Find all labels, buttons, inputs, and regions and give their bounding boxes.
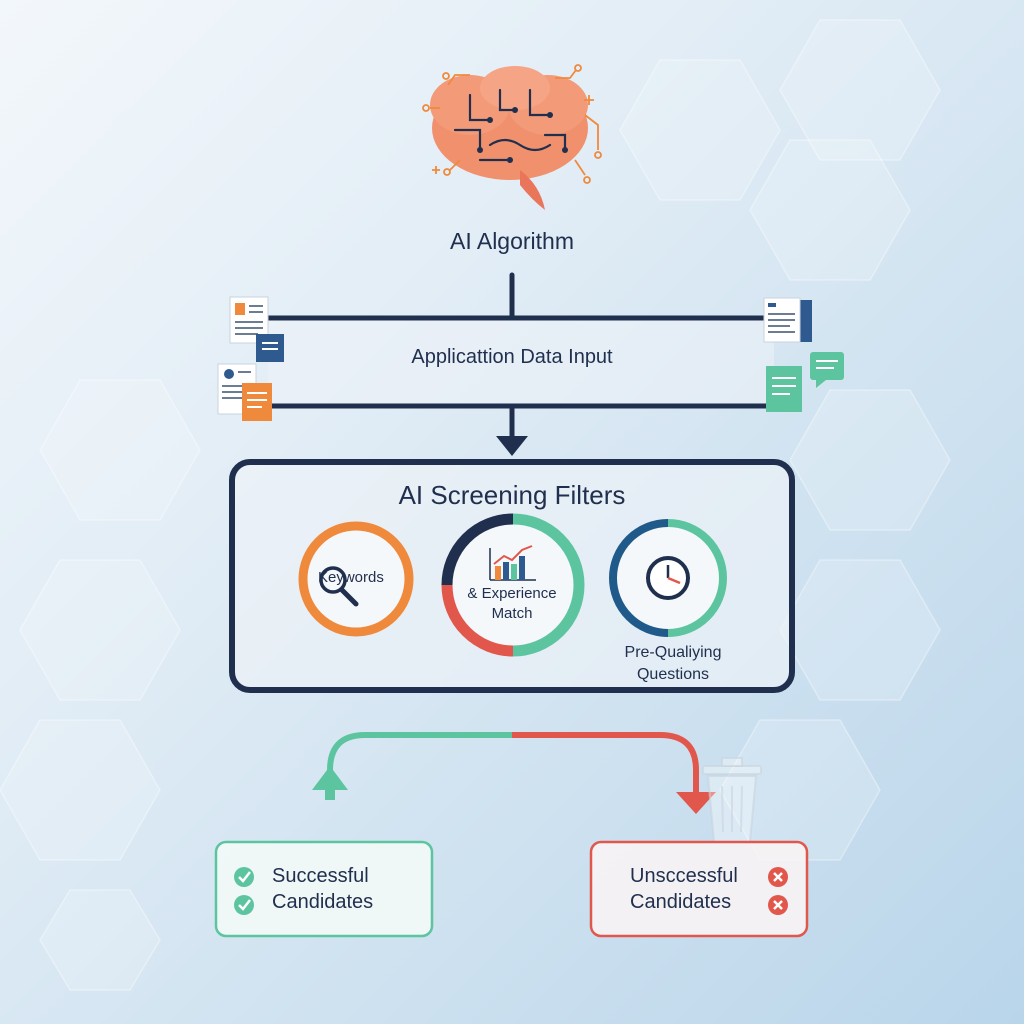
x-icon	[768, 895, 788, 915]
keywords-ring	[298, 521, 414, 637]
prequal-label-line1: Pre-Qualiying	[624, 644, 722, 661]
success-box	[214, 840, 434, 938]
success-label: Successful Candidates	[272, 863, 373, 915]
experience-label: & Experience Match	[452, 584, 572, 624]
diagram-title: AI Algorithm	[450, 228, 574, 254]
fail-label-line2: Candidates	[630, 891, 732, 913]
chat-bubble-icon	[810, 352, 844, 388]
hexagon-background	[0, 19, 951, 991]
experience-ring	[441, 513, 585, 657]
keywords-label: Keywords	[318, 569, 384, 586]
document-icon	[256, 334, 284, 362]
clock-icon	[646, 556, 690, 600]
prequal-label-line2: Questions	[636, 666, 710, 683]
fail-label-line1: Unsccessful	[630, 865, 738, 887]
document-icon	[766, 366, 802, 412]
document-icon	[763, 297, 812, 343]
x-icon	[768, 867, 788, 887]
success-label-line1: Successful	[272, 865, 369, 887]
fail-label: Unsccessful Candidates	[630, 863, 738, 915]
filters-title: AI Screening Filters	[398, 480, 626, 510]
magnifier-icon	[319, 566, 359, 607]
success-label-line2: Candidates	[272, 891, 374, 913]
input-label: Applicattion Data Input	[411, 346, 613, 368]
document-icon	[242, 383, 272, 421]
brain-icon	[422, 64, 602, 210]
success-arrow	[312, 732, 512, 800]
experience-label-line1: & Experience	[467, 585, 557, 602]
prequal-label: Pre-Qualiying Questions	[588, 642, 758, 686]
check-icon	[234, 895, 254, 915]
bar-chart-icon	[489, 545, 536, 581]
fail-box	[589, 840, 809, 938]
check-icon	[234, 867, 254, 887]
experience-label-line2: Match	[491, 605, 533, 622]
arrow-down-icon	[496, 406, 528, 456]
fail-arrow	[512, 732, 716, 814]
input-band	[268, 315, 774, 409]
